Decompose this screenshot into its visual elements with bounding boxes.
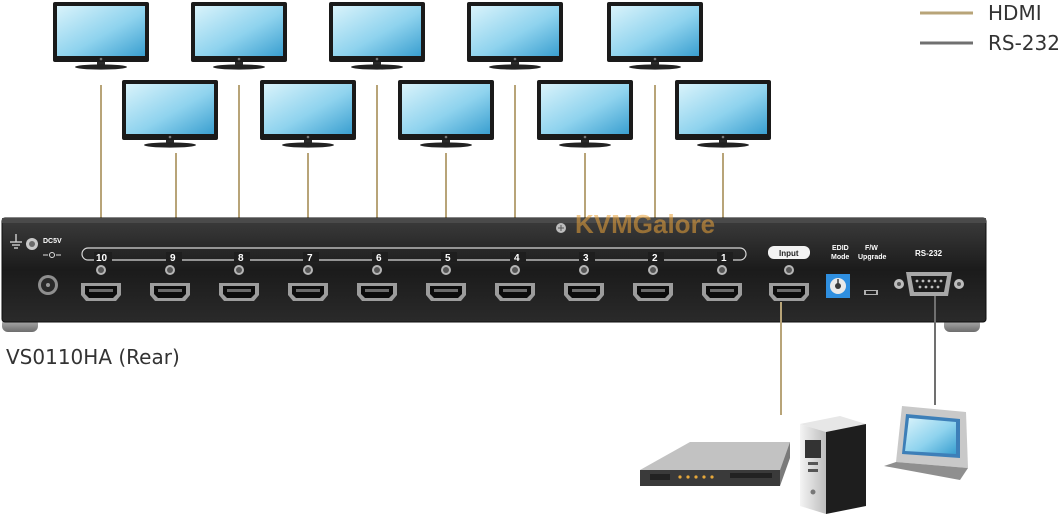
monitor-icon bbox=[191, 2, 287, 70]
input-label: Input bbox=[779, 249, 799, 258]
monitor-icon bbox=[122, 80, 218, 148]
monitor-icon bbox=[675, 80, 771, 148]
output-port-label: 4 bbox=[514, 253, 520, 264]
ground-screw-icon bbox=[26, 238, 38, 250]
hdmi-output-port bbox=[564, 283, 604, 301]
output-port-labels: 10 9 8 7 6 5 4 3 2 1 bbox=[94, 252, 733, 264]
fw-label-line2: Upgrade bbox=[858, 254, 887, 261]
legend-hdmi-label: HDMI bbox=[988, 1, 1042, 25]
hdmi-output-port bbox=[702, 283, 742, 301]
rs232-db9-port-icon bbox=[894, 272, 964, 296]
output-label-bar bbox=[81, 247, 747, 261]
edid-label-line1: EDID bbox=[832, 245, 849, 252]
hdmi-output-port bbox=[495, 283, 535, 301]
ground-icon bbox=[10, 234, 22, 249]
fw-label-line1: F/W bbox=[865, 245, 878, 252]
output-port-label: 5 bbox=[445, 253, 451, 264]
hdmi-output-port bbox=[219, 283, 259, 301]
watermark: KVMGalore bbox=[575, 209, 715, 239]
hdmi-output-port bbox=[357, 283, 397, 301]
monitor-icon bbox=[537, 80, 633, 148]
device-caption: VS0110HA (Rear) bbox=[6, 345, 180, 369]
screw-icon bbox=[556, 223, 566, 233]
rs232-port-label: RS-232 bbox=[915, 249, 943, 258]
output-port-label: 6 bbox=[376, 253, 382, 264]
input-label-pill bbox=[768, 246, 810, 259]
output-port-label: 1 bbox=[721, 253, 727, 264]
output-port-label: 2 bbox=[652, 253, 658, 264]
hdmi-output-port bbox=[426, 283, 466, 301]
power-jack-icon bbox=[38, 275, 58, 295]
output-port-label: 10 bbox=[96, 253, 108, 264]
power-polarity-icon bbox=[43, 252, 61, 258]
edid-label-line2: Mode bbox=[831, 254, 849, 261]
monitor-icon bbox=[260, 80, 356, 148]
fw-upgrade-port-icon bbox=[864, 290, 878, 295]
edid-rotary-switch-icon bbox=[826, 274, 850, 298]
monitor-icon bbox=[329, 2, 425, 70]
monitor-icon bbox=[607, 2, 703, 70]
pc-tower-icon bbox=[800, 416, 866, 514]
power-label: DC5V bbox=[43, 238, 62, 245]
hdmi-output-port bbox=[288, 283, 328, 301]
hdmi-input-port bbox=[769, 283, 809, 301]
touch-panel-icon bbox=[884, 406, 968, 480]
monitor-icon bbox=[53, 2, 149, 70]
output-port-label: 7 bbox=[307, 253, 313, 264]
output-port-label: 3 bbox=[583, 253, 589, 264]
monitor-icon bbox=[467, 2, 563, 70]
hdmi-output-port bbox=[150, 283, 190, 301]
output-port-label: 8 bbox=[238, 253, 244, 264]
hdmi-output-port bbox=[633, 283, 673, 301]
hdmi-output-port bbox=[81, 283, 121, 301]
monitor-icon bbox=[398, 80, 494, 148]
output-port-label: 9 bbox=[170, 253, 176, 264]
dvd-player-icon bbox=[640, 442, 790, 486]
legend-rs232-label: RS-232 bbox=[988, 31, 1060, 55]
